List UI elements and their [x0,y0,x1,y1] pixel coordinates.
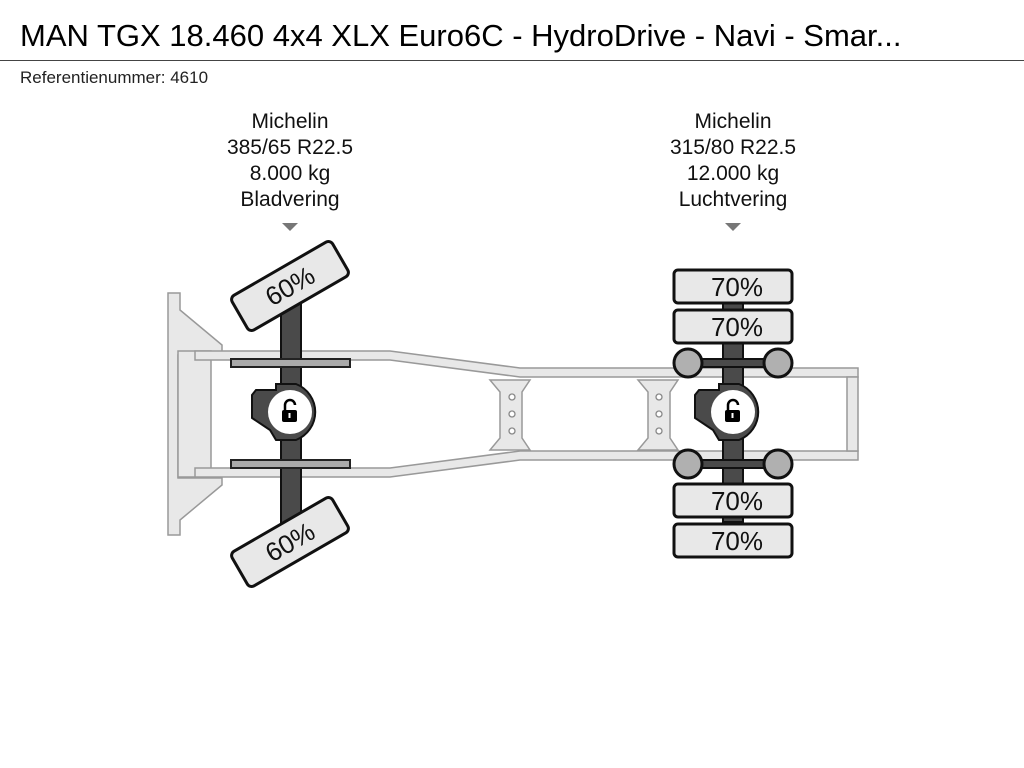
rear-airbag-icon [762,347,794,379]
crossmember-holes [508,393,663,435]
front-axle: 60% 60% [230,240,351,588]
rear-tire-brand: Michelin [694,110,772,133]
rear-diff-lock-unlocked-icon[interactable] [725,398,740,422]
tire-tread-label: 70% [711,272,763,302]
front-leaf-spring-left [230,358,351,368]
tire-tread-label: 70% [711,486,763,516]
rear-airbag-icon [672,347,704,379]
title-divider [0,60,1024,61]
front-suspension: Bladvering [240,188,340,211]
tire-tread-label: 70% [711,526,763,556]
front-axle-marker-icon [282,223,298,231]
rear-tire-size: 315/80 R22.5 [669,136,797,159]
rear-suspension: Luchtvering [678,188,788,211]
rear-tire-right-outer[interactable]: 70% [672,522,794,559]
rear-axle: 70% 70% 70% 70% [672,268,794,559]
front-axle-info: Michelin 385/65 R22.5 8.000 kg Bladverin… [190,109,390,213]
front-axle-capacity: 8.000 kg [249,162,331,185]
front-tire-size: 385/65 R22.5 [226,136,354,159]
reference-number: Referentienummer: 4610 [20,68,209,87]
rear-tire-left-inner[interactable]: 70% [672,308,794,345]
rear-airbag-icon [672,448,704,480]
rear-tire-left-outer[interactable]: 70% [672,268,794,305]
rear-axle-marker-icon [725,223,741,231]
front-diff-lock-unlocked-icon[interactable] [282,398,297,422]
rear-axle-info: Michelin 315/80 R22.5 12.000 kg Luchtver… [633,109,833,213]
rear-airbag-icon [762,448,794,480]
tire-tread-label: 70% [711,312,763,342]
rear-tire-right-inner[interactable]: 70% [672,482,794,519]
front-leaf-spring-right [230,459,351,469]
rear-axle-capacity: 12.000 kg [686,162,780,185]
front-tire-brand: Michelin [251,110,329,133]
